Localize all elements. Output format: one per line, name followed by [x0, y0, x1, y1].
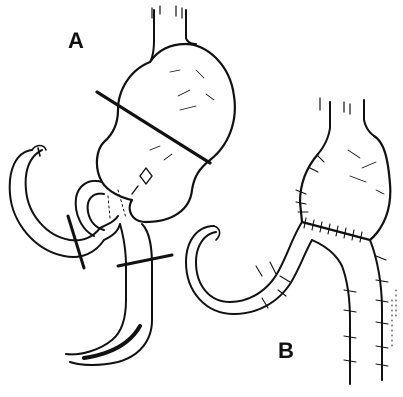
- panel-a-pylorus: [132, 168, 152, 194]
- panel-b-jejunal-limb: [186, 222, 312, 314]
- panel-a-stomach: [97, 44, 235, 222]
- panel-b-descending-limb: [312, 240, 382, 384]
- panel-b-label: B: [278, 340, 294, 362]
- panel-b-esophagus-ticks: [320, 98, 350, 114]
- panel-b-staple-line: [302, 222, 370, 240]
- panel-a-afferent-limb: [10, 150, 104, 257]
- panel-b-stomach-texture: [348, 150, 384, 194]
- panel-a-drawing: [10, 6, 235, 365]
- panel-b-side-dots: [392, 290, 396, 350]
- panel-a-esophagus-ticks: [152, 6, 182, 18]
- panel-a-bottom-bar: [84, 326, 140, 358]
- panel-a-label: A: [68, 30, 84, 52]
- panel-b-esophagus: [318, 100, 374, 154]
- panel-a-hook-end: [32, 146, 46, 157]
- panel-a-jejunum: [66, 216, 152, 365]
